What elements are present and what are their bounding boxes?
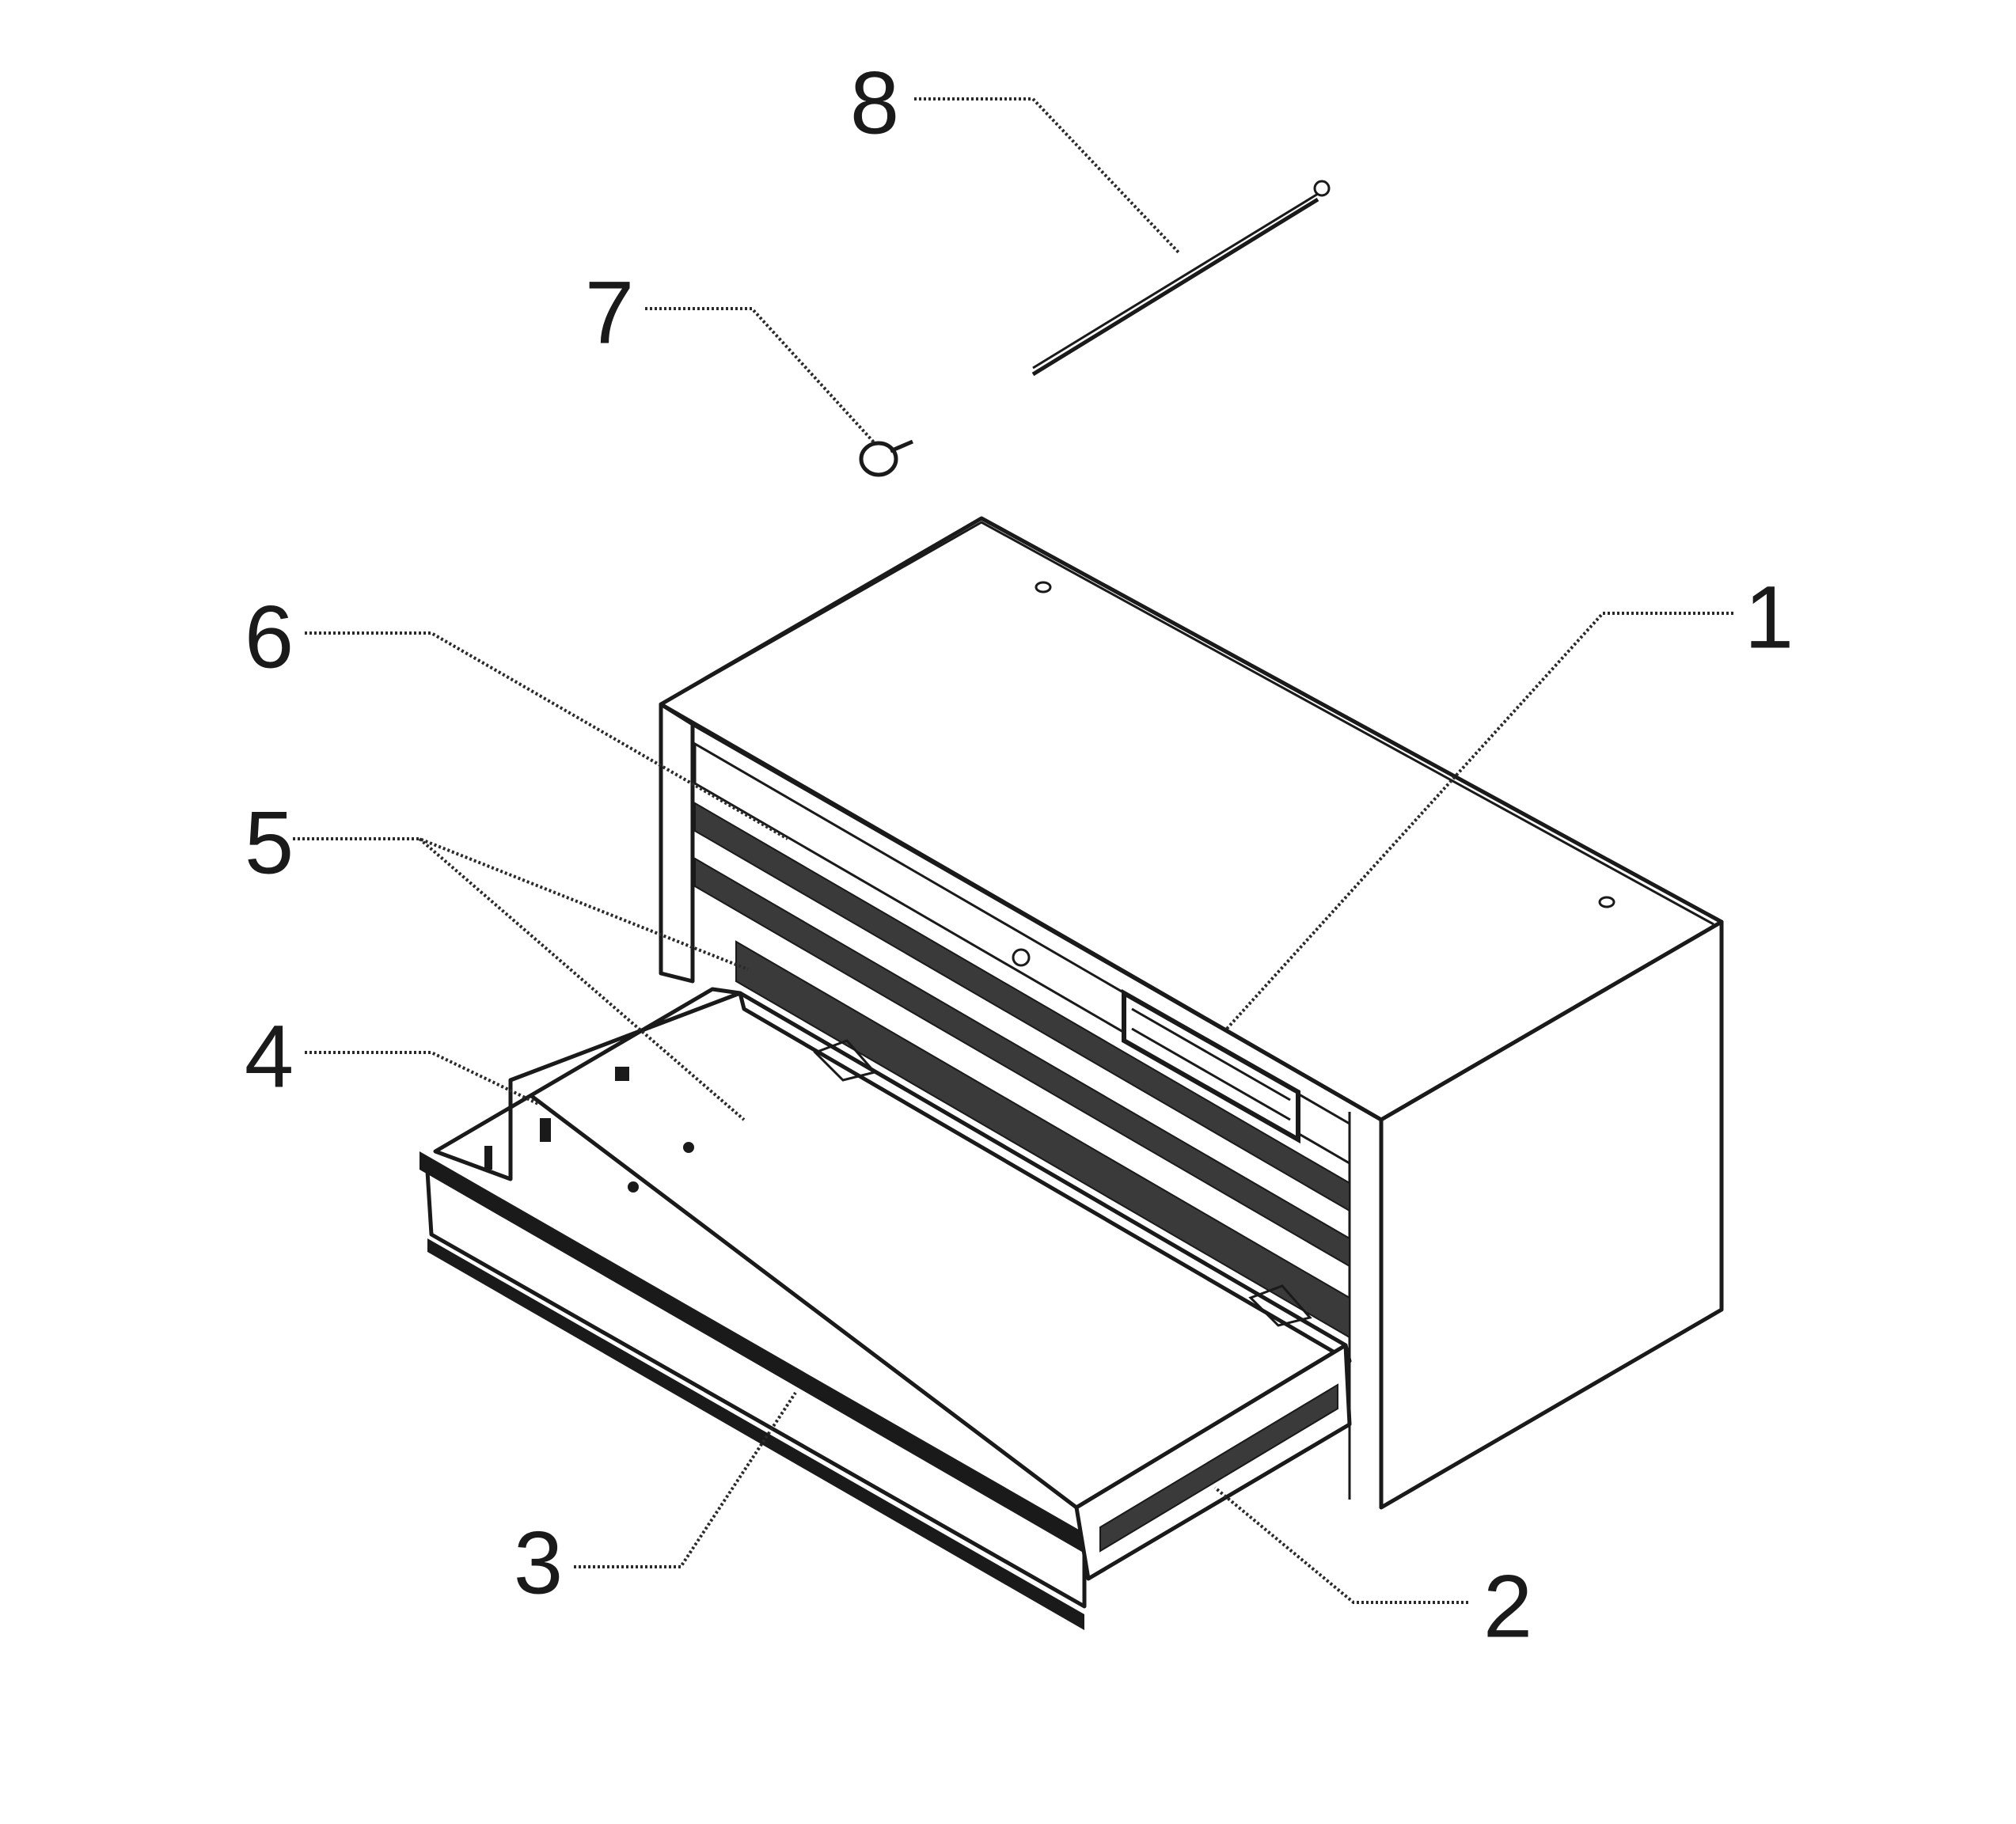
drawer-slide-rail-middle [694, 857, 1350, 1268]
loose-parts [859, 180, 1331, 477]
side-slot [540, 1118, 551, 1142]
leader-5a [293, 837, 749, 971]
leader-2 [1213, 1486, 1468, 1604]
drawer-bumper [813, 1039, 877, 1082]
top-hole [1035, 581, 1052, 593]
leader-4 [305, 1051, 539, 1105]
callout-6: 6 [245, 588, 294, 687]
leader-7 [645, 307, 876, 445]
open-drawer [420, 987, 1352, 1630]
callout-7: 7 [585, 264, 634, 362]
cabinet-body [659, 516, 1724, 1510]
side-slot [484, 1146, 492, 1170]
leader-8 [914, 97, 1181, 255]
callout-3: 3 [514, 1514, 563, 1613]
drawer-front-rim [420, 1151, 1088, 1555]
drawer-back-wall [738, 991, 1352, 1363]
part-8-rod [1031, 180, 1331, 377]
top-hole [1598, 896, 1615, 908]
drawer-slide-2 [1099, 1383, 1338, 1553]
lock-cylinder [1012, 948, 1031, 967]
bottom-hole [683, 1142, 694, 1153]
callout-8: 8 [850, 54, 899, 153]
callout-1: 1 [1745, 568, 1794, 667]
drawer-bottom-rail [427, 1238, 1084, 1630]
leader-5b [418, 837, 746, 1121]
side-slot [615, 1067, 629, 1081]
drawer-slide-rail-lower [735, 940, 1350, 1339]
leader-3 [574, 1391, 797, 1568]
leader-lines [293, 97, 1733, 1604]
drawer-slide-rail-upper [694, 802, 1350, 1212]
callout-5: 5 [245, 794, 294, 893]
leader-1 [1225, 612, 1733, 1030]
cabinet-left-side [659, 702, 695, 984]
leader-6 [305, 631, 789, 840]
cabinet-front-frame [691, 722, 1384, 1507]
drawer-left-side [433, 987, 742, 1181]
part-7-screw [859, 439, 913, 477]
callout-2: 2 [1483, 1557, 1532, 1656]
bottom-hole [628, 1181, 639, 1193]
callout-numbers: 1 2 3 4 5 6 7 8 [245, 54, 1794, 1656]
callout-4: 4 [245, 1007, 294, 1106]
drawer-bumper [1248, 1284, 1312, 1327]
